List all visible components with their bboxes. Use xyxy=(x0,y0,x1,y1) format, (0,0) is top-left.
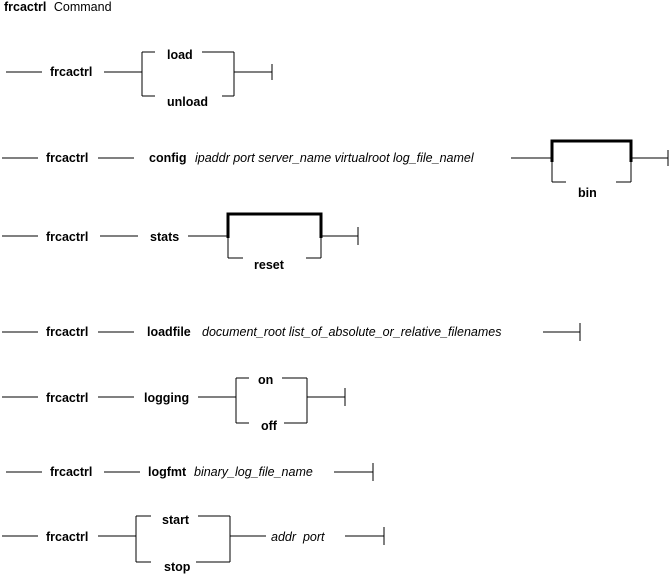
row2-command: frcactrl xyxy=(46,151,88,165)
row3-command: frcactrl xyxy=(46,230,88,244)
row6-params: binary_log_file_name xyxy=(194,465,313,479)
title-suffix: Command xyxy=(54,0,112,14)
syntax-row-logfmt: frcactrl logfmt binary_log_file_name xyxy=(6,463,374,481)
row1-choice-load: load xyxy=(167,48,193,62)
row7-choice-start: start xyxy=(162,513,190,527)
syntax-row-stats: frcactrl stats reset xyxy=(2,212,359,272)
row7-choice-stop: stop xyxy=(164,560,191,574)
syntax-row-load-unload: frcactrl load unload xyxy=(6,48,273,109)
row6-keyword-logfmt: logfmt xyxy=(148,465,187,479)
row6-command: frcactrl xyxy=(50,465,92,479)
title-command: frcactrl xyxy=(4,0,46,14)
row3-keyword-stats: stats xyxy=(150,230,179,244)
row5-command: frcactrl xyxy=(46,391,88,405)
syntax-row-logging: frcactrl logging on off xyxy=(2,373,346,433)
row2-keyword-config: config xyxy=(149,151,187,165)
row7-params: addr port xyxy=(271,530,325,544)
diagram-title: frcactrl Command xyxy=(4,0,112,14)
row7-command: frcactrl xyxy=(46,530,88,544)
syntax-row-start-stop: frcactrl start stop addr port xyxy=(2,513,385,574)
row1-command: frcactrl xyxy=(50,65,92,79)
row2-params: ipaddr port server_name virtualroot log_… xyxy=(195,151,475,165)
row1-choice-unload: unload xyxy=(167,95,208,109)
syntax-row-config: frcactrl config ipaddr port server_name … xyxy=(2,139,669,200)
row5-choice-off: off xyxy=(261,419,278,433)
row2-optional-bin: bin xyxy=(578,186,597,200)
row4-keyword-loadfile: loadfile xyxy=(147,325,191,339)
row3-optional-reset: reset xyxy=(254,258,285,272)
row4-command: frcactrl xyxy=(46,325,88,339)
row4-params: document_root list_of_absolute_or_relati… xyxy=(202,325,502,339)
row5-choice-on: on xyxy=(258,373,273,387)
syntax-row-loadfile: frcactrl loadfile document_root list_of_… xyxy=(2,323,581,341)
row5-keyword-logging: logging xyxy=(144,391,189,405)
